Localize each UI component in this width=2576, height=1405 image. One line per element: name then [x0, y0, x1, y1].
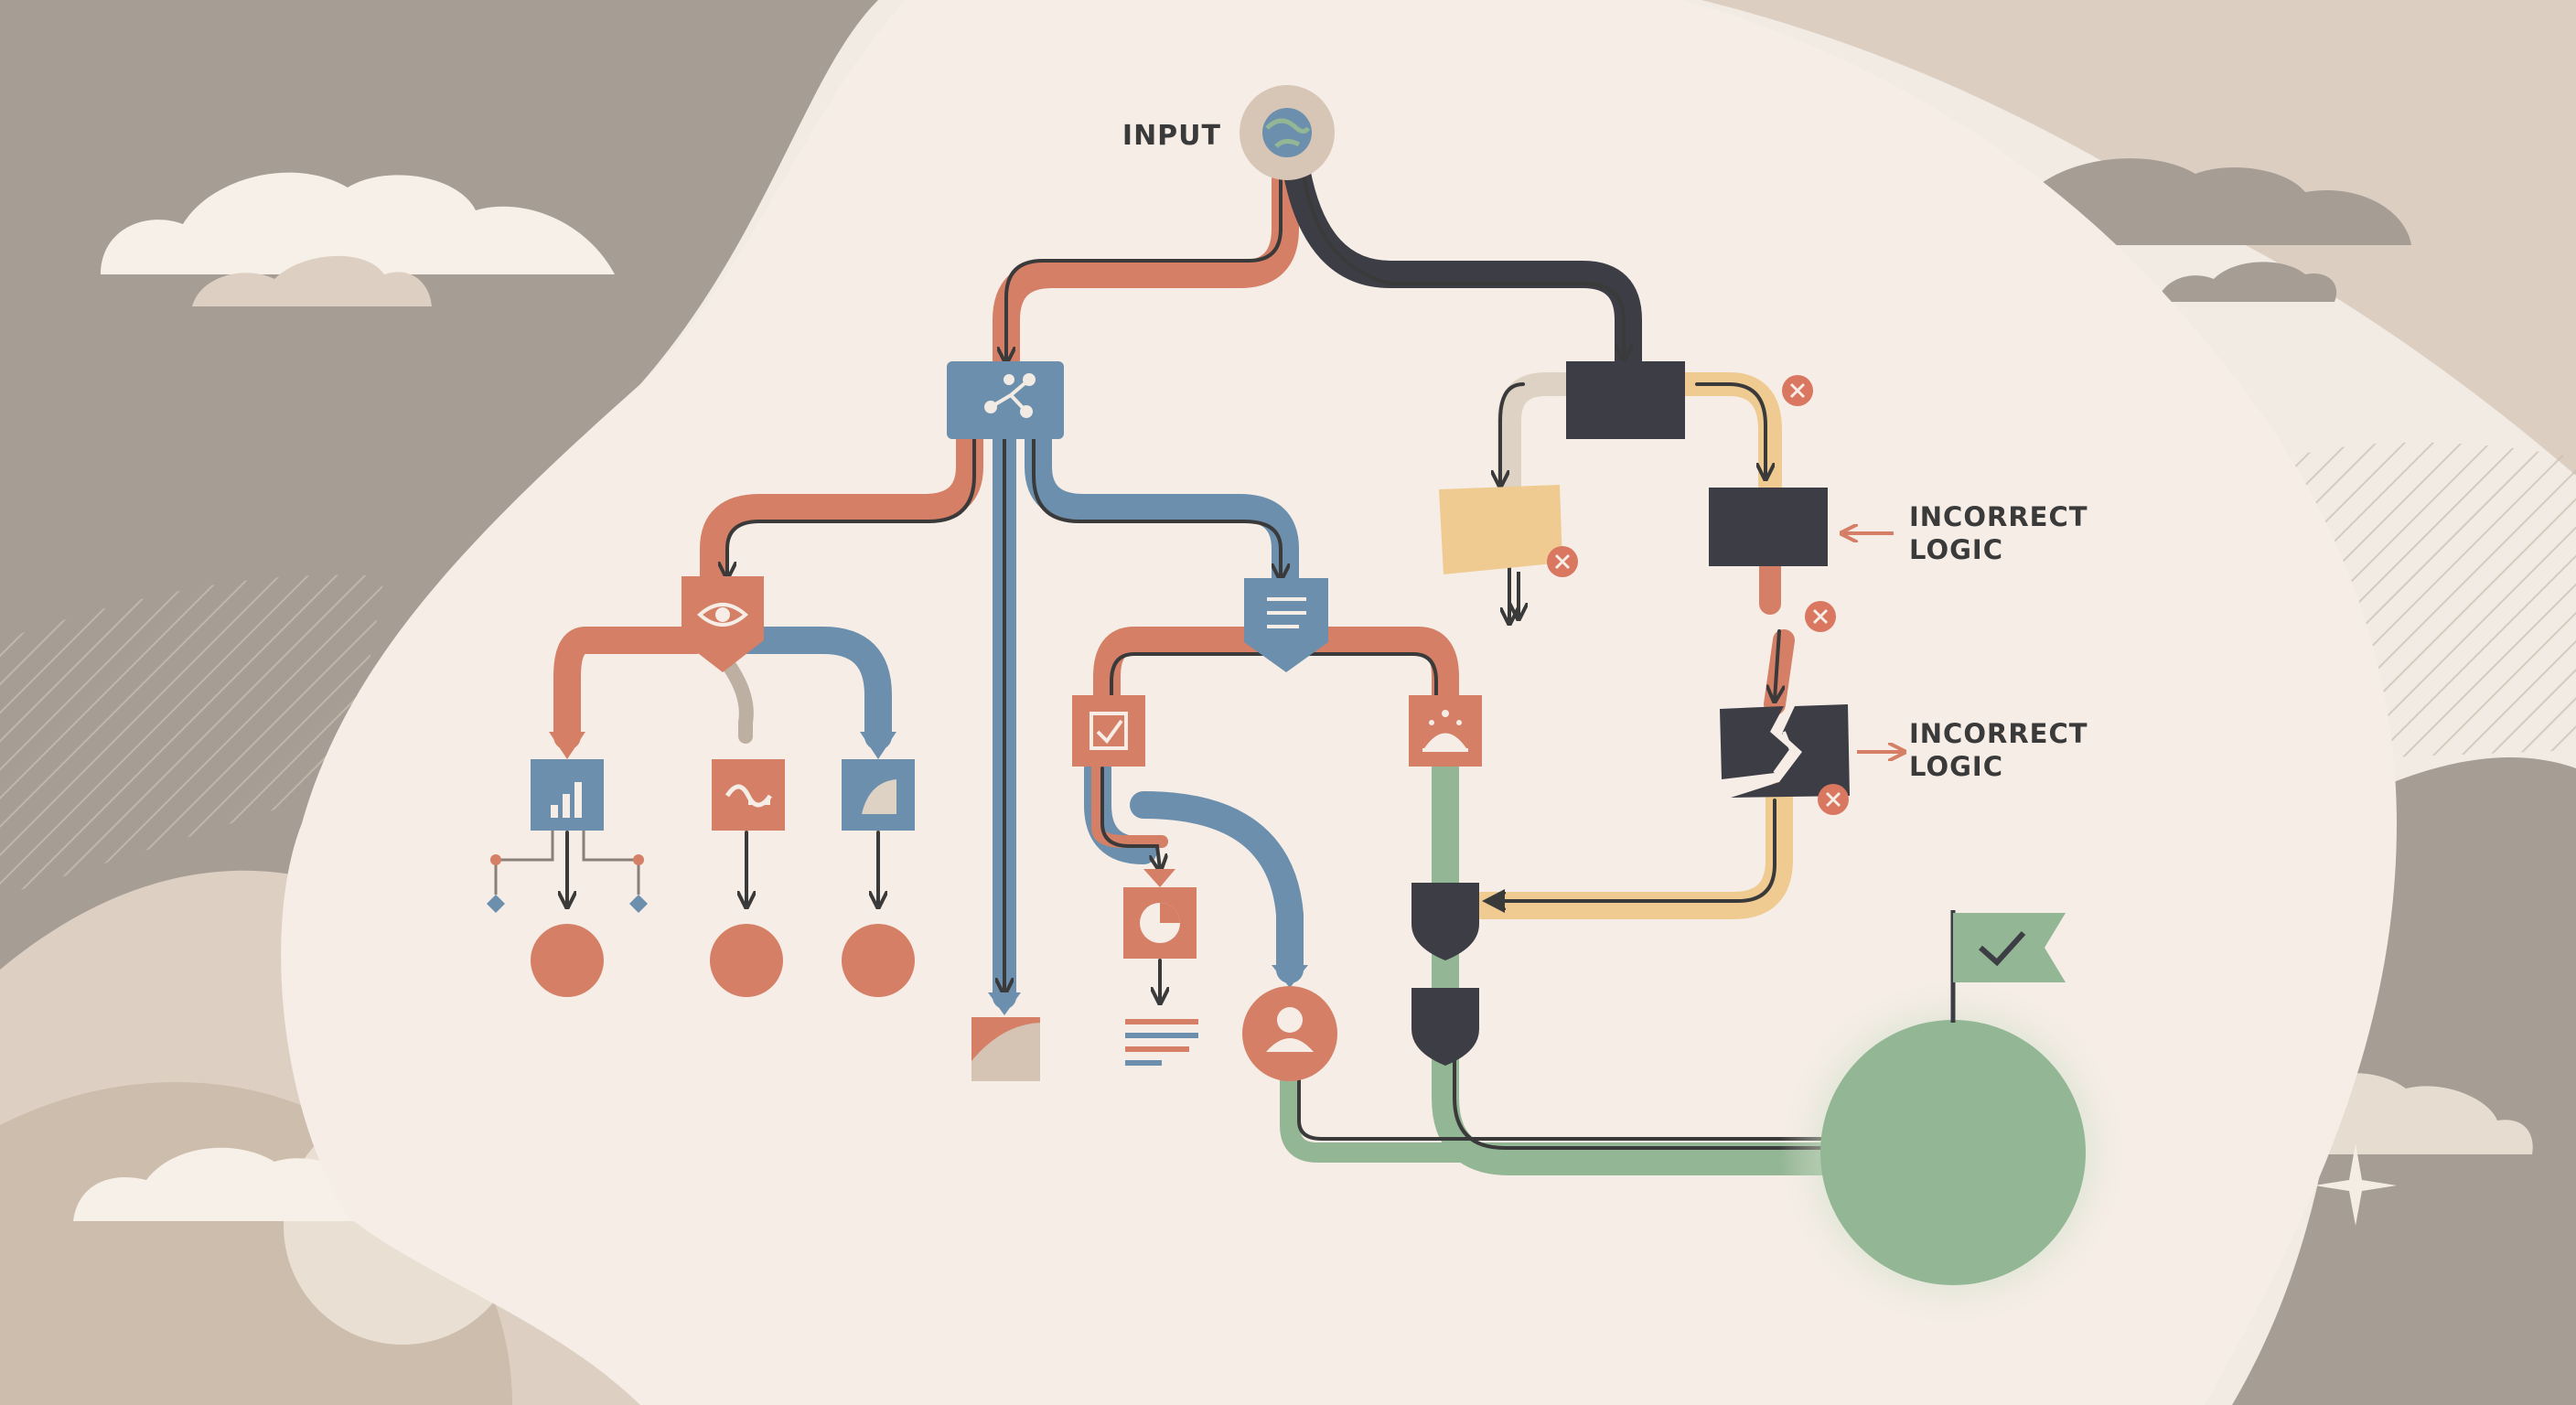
mustard-block [1439, 485, 1562, 574]
track-branch-to-eye [700, 416, 983, 599]
bar-chart-node [531, 759, 604, 831]
branch-node [947, 361, 1064, 439]
track-mustard-return [1468, 782, 1793, 919]
track-branch-to-list [1025, 416, 1299, 599]
branch-icon [984, 373, 1036, 418]
error-x-icon [1818, 784, 1849, 815]
text-lines [1125, 1019, 1198, 1066]
eye-node [682, 576, 764, 672]
error-x-icon [1547, 546, 1578, 577]
guide-arrows [567, 172, 1831, 1150]
error-label-1: INCORRECT LOGIC [1909, 501, 2098, 565]
error-label-2: INCORRECT LOGIC [1909, 718, 2098, 782]
gate-node-1 [1411, 883, 1479, 960]
input-label: INPUT [1122, 120, 1221, 152]
bg-hatch-left [0, 574, 384, 896]
dome-icon [1422, 710, 1468, 752]
bg-hill-right-light [1701, 0, 2576, 476]
bar-chart-icon [551, 782, 582, 818]
user-icon [1266, 1007, 1314, 1052]
user-node [1242, 986, 1337, 1081]
bg-hill-right-dark [2232, 757, 2576, 1405]
area-block [971, 1017, 1040, 1081]
track-input-to-right [1283, 160, 1642, 380]
pie-chart-node [1123, 887, 1197, 959]
broken-block [1720, 704, 1850, 798]
checkbox-icon [1089, 712, 1128, 750]
wave-node [712, 759, 785, 831]
broken-block-icon [1773, 731, 1794, 775]
output-circle-3 [842, 924, 915, 997]
list-node [1244, 578, 1328, 672]
error-x-icon [1782, 375, 1813, 406]
flow-tracks [553, 151, 1843, 1175]
gate-node-2 [1411, 988, 1479, 1066]
track-input-to-branch [993, 151, 1299, 380]
cloud-top-left [101, 172, 615, 274]
area-chart-icon [862, 779, 896, 814]
dome-node [1409, 695, 1482, 767]
output-circle-1 [531, 924, 604, 997]
charcoal-block-top [1566, 361, 1685, 439]
eye-icon [696, 603, 749, 627]
output-circle-2 [710, 924, 783, 997]
check-flag-icon [1950, 910, 2066, 1023]
goal-circle [1820, 1020, 2086, 1285]
input-node [1240, 85, 1335, 180]
track-user-green [1280, 1065, 1840, 1163]
list-icon [1267, 597, 1306, 628]
checkbox-node [1072, 695, 1145, 767]
area-chart-node [842, 759, 915, 831]
cloud-bottom-left [73, 1147, 402, 1221]
error-x-icon [1805, 601, 1836, 632]
charcoal-block-mid [1709, 488, 1828, 566]
pie-chart-icon [1140, 903, 1180, 943]
